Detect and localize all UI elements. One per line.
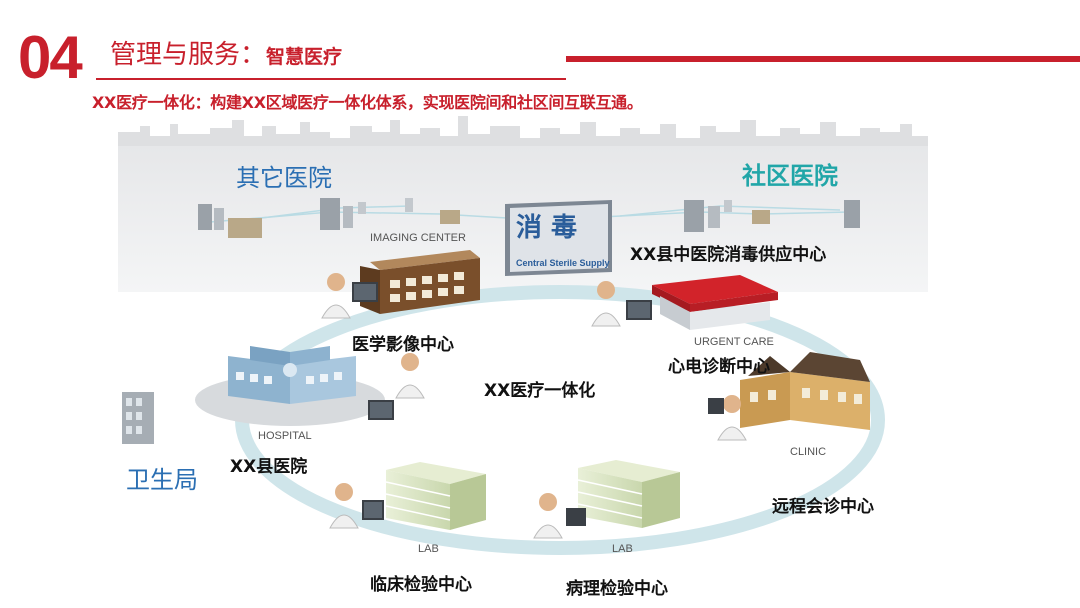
disinfection-center-label: XX县中医院消毒供应中心 [630,245,827,265]
clinical-lab-label: 临床检验中心 [370,575,472,595]
doctor-figure-clinic [708,395,747,441]
doctor-figure-hospital [368,353,425,420]
county-hospital-building [195,346,385,426]
title-underline [96,78,566,80]
section-number: 04 [18,24,83,91]
hospital-tag: HOSPITAL [258,430,312,442]
sign-text-cn: 消 毒 [516,213,577,243]
imaging-center-tag: IMAGING CENTER [370,232,466,244]
doctor-figure-imaging [321,273,378,319]
page-title: 管理与服务：智慧医疗 [110,40,342,72]
lab-building-2 [577,460,680,528]
page-title-sub: 智慧医疗 [266,46,343,68]
page-title-main: 管理与服务： [110,40,267,70]
county-hospital-label: XX县医院 [230,457,308,477]
doctor-figure-lab2 [533,493,586,539]
doctor-figure-urgent [591,281,652,327]
lab-tag-2: LAB [612,543,633,555]
small-buildings [122,198,860,444]
lab-tag-1: LAB [418,543,439,555]
imaging-center-label: 医学影像中心 [352,335,454,355]
remote-consult-label: 远程会诊中心 [772,497,874,517]
sign-text-en: Central Sterile Supply [516,258,610,268]
urgent-care-tag: URGENT CARE [694,336,774,348]
lab-building-1 [385,462,486,530]
center-label: XX医疗一体化 [484,381,596,401]
clinic-tag: CLINIC [790,446,827,458]
clinic-building [740,352,870,430]
doctor-figure-lab1 [329,483,384,529]
disinfection-sign: 消 毒 Central Sterile Supply [505,200,612,276]
pathology-lab-label: 病理检验中心 [566,579,668,599]
header-rule [566,56,1080,62]
page-subtitle: XX医疗一体化：构建XX区域医疗一体化体系，实现医院间和社区间互联互通。 [92,93,643,112]
other-hospitals-label: 其它医院 [236,164,332,192]
community-hospitals-label: 社区医院 [742,162,838,190]
urgent-care-building [652,275,778,330]
health-bureau-label: 卫生局 [126,466,198,494]
doctor-figures [321,273,747,539]
ecg-center-label: 心电诊断中心 [668,357,770,377]
